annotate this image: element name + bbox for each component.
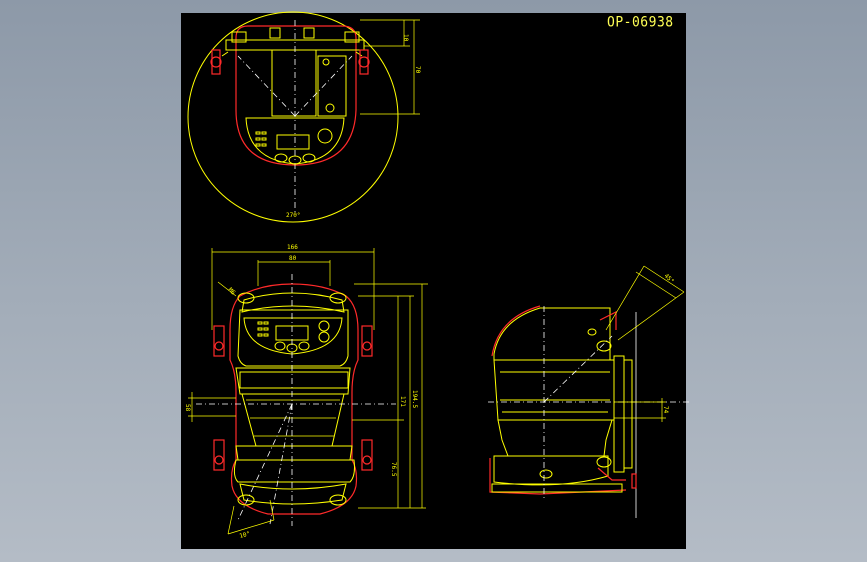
dim-front-width-inner: 80 bbox=[289, 255, 297, 262]
top-housing-outline bbox=[235, 25, 357, 166]
dim-front-height-c: 76.5 bbox=[390, 462, 397, 477]
dim-front-width-outer: 166 bbox=[287, 244, 298, 251]
sweep-circle bbox=[187, 11, 399, 223]
dim-front-bottom-angle: 10° bbox=[239, 530, 251, 540]
dim-top-small: 10 bbox=[402, 34, 409, 42]
front-lens-window bbox=[241, 393, 345, 447]
dim-front-side: 58 bbox=[184, 404, 191, 412]
dim-front-m6: M6 bbox=[227, 286, 237, 296]
dim-arc-radius: 270° bbox=[286, 212, 300, 219]
dim-side-angle: 45° bbox=[663, 272, 676, 285]
drawing-title: OP-06938 bbox=[607, 14, 674, 31]
front-view: 166 80 M6 bbox=[184, 244, 428, 540]
front-upper-body bbox=[237, 309, 349, 367]
dim-side-height: 74 bbox=[662, 406, 669, 414]
side-mount-plate bbox=[613, 355, 625, 473]
dim-front-height-b: 194.5 bbox=[411, 390, 418, 408]
top-view: 10 70 270° bbox=[187, 11, 421, 223]
side-top-cover bbox=[493, 307, 611, 361]
dim-front-height-a: 171 bbox=[399, 396, 406, 407]
dim-top-height: 70 bbox=[414, 66, 421, 74]
top-window bbox=[271, 49, 317, 117]
front-housing-outline bbox=[229, 283, 359, 515]
side-view: 45° 74 bbox=[488, 265, 690, 518]
